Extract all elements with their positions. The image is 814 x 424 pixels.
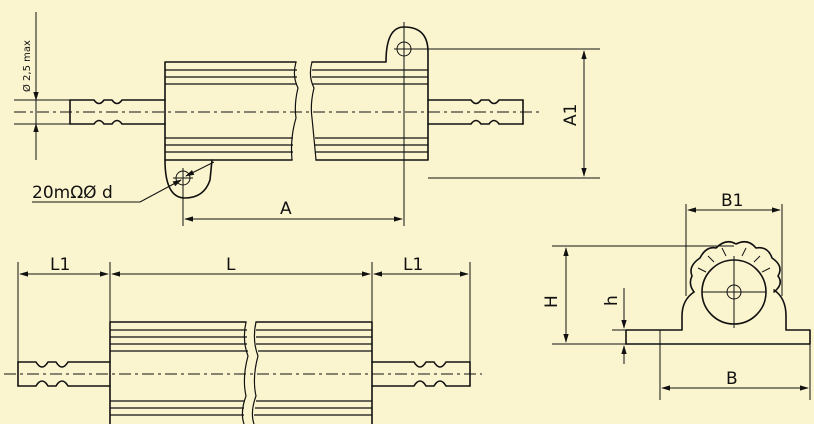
b-label: B (726, 369, 738, 389)
mounting-label: 20mΩØ d (32, 183, 113, 203)
front-lead-left (17, 361, 111, 387)
mounting-leader (32, 161, 215, 203)
a-dimension (182, 22, 405, 226)
top-view: Ø 2,5 max A1 A 20mΩØ d (14, 12, 600, 226)
h-dimension (552, 245, 734, 345)
front-view: L1 L L1 (4, 255, 482, 424)
b1-dimension (685, 204, 783, 296)
side-view: B1 H h B (542, 191, 811, 400)
h-small-dimension (612, 288, 627, 364)
l1-right-label: L1 (403, 255, 423, 275)
side-body (625, 240, 811, 345)
h-small-label: h (602, 295, 622, 306)
l-label: L (226, 255, 236, 275)
l1-left-label: L1 (50, 255, 70, 275)
a-label: A (280, 199, 292, 219)
diameter-dimension (14, 12, 72, 160)
b1-label: B1 (721, 191, 743, 211)
top-body (164, 26, 429, 199)
diameter-label: Ø 2,5 max (21, 40, 33, 92)
length-dimensions (17, 262, 471, 364)
front-body (109, 321, 373, 424)
a1-dimension (404, 48, 600, 179)
h-label: H (542, 295, 562, 308)
b-dimension (659, 344, 811, 400)
a1-label: A1 (561, 104, 581, 126)
